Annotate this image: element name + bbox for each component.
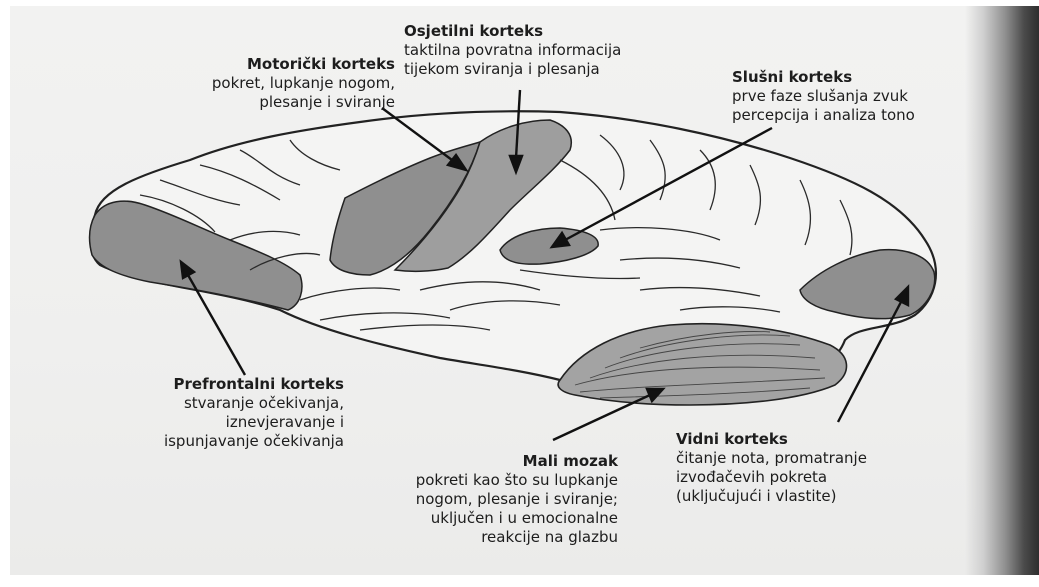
prefrontal-line-3: ispunjavanje očekivanja bbox=[60, 432, 344, 451]
motor-line-1: pokret, lupkanje nogom, bbox=[105, 74, 395, 93]
visual-line-2: izvođačevih pokreta bbox=[676, 468, 867, 487]
cerebellum-arrow bbox=[553, 395, 650, 440]
prefrontal-line-1: stvaranje očekivanja, bbox=[60, 394, 344, 413]
visual-label: Vidni korteks čitanje nota, promatranje … bbox=[676, 430, 867, 506]
auditory-line-2: percepcija i analiza tono bbox=[732, 106, 964, 125]
sensory-line-2: tijekom sviranja i plesanja bbox=[404, 60, 621, 79]
cerebellum-line-4: reakcije na glazbu bbox=[300, 528, 618, 547]
auditory-label: Slušni korteks prve faze slušanja zvuk p… bbox=[732, 68, 964, 125]
visual-title: Vidni korteks bbox=[676, 430, 867, 449]
motor-title: Motorički korteks bbox=[105, 55, 395, 74]
cerebellum-title: Mali mozak bbox=[300, 452, 618, 471]
sensory-title: Osjetilni korteks bbox=[404, 22, 621, 41]
cerebellum-line-3: uključen i u emocionalne bbox=[300, 509, 618, 528]
page-bottom-margin bbox=[0, 575, 1039, 587]
visual-line-3: (uključujući i vlastite) bbox=[676, 487, 867, 506]
motor-line-2: plesanje i sviranje bbox=[105, 93, 395, 112]
prefrontal-line-2: iznevjeravanje i bbox=[60, 413, 344, 432]
prefrontal-title: Prefrontalni korteks bbox=[60, 375, 344, 394]
auditory-line-1: prve faze slušanja zvuk bbox=[732, 87, 964, 106]
cerebellum-line-2: nogom, plesanje i sviranje; bbox=[300, 490, 618, 509]
sensory-line-1: taktilna povratna informacija bbox=[404, 41, 621, 60]
auditory-title: Slušni korteks bbox=[732, 68, 964, 87]
visual-line-1: čitanje nota, promatranje bbox=[676, 449, 867, 468]
sensory-label: Osjetilni korteks taktilna povratna info… bbox=[404, 22, 621, 79]
prefrontal-label: Prefrontalni korteks stvaranje očekivanj… bbox=[60, 375, 344, 451]
cerebellum-label: Mali mozak pokreti kao što su lupkanje n… bbox=[300, 452, 618, 547]
cerebellum-line-1: pokreti kao što su lupkanje bbox=[300, 471, 618, 490]
motor-label: Motorički korteks pokret, lupkanje nogom… bbox=[105, 55, 395, 112]
